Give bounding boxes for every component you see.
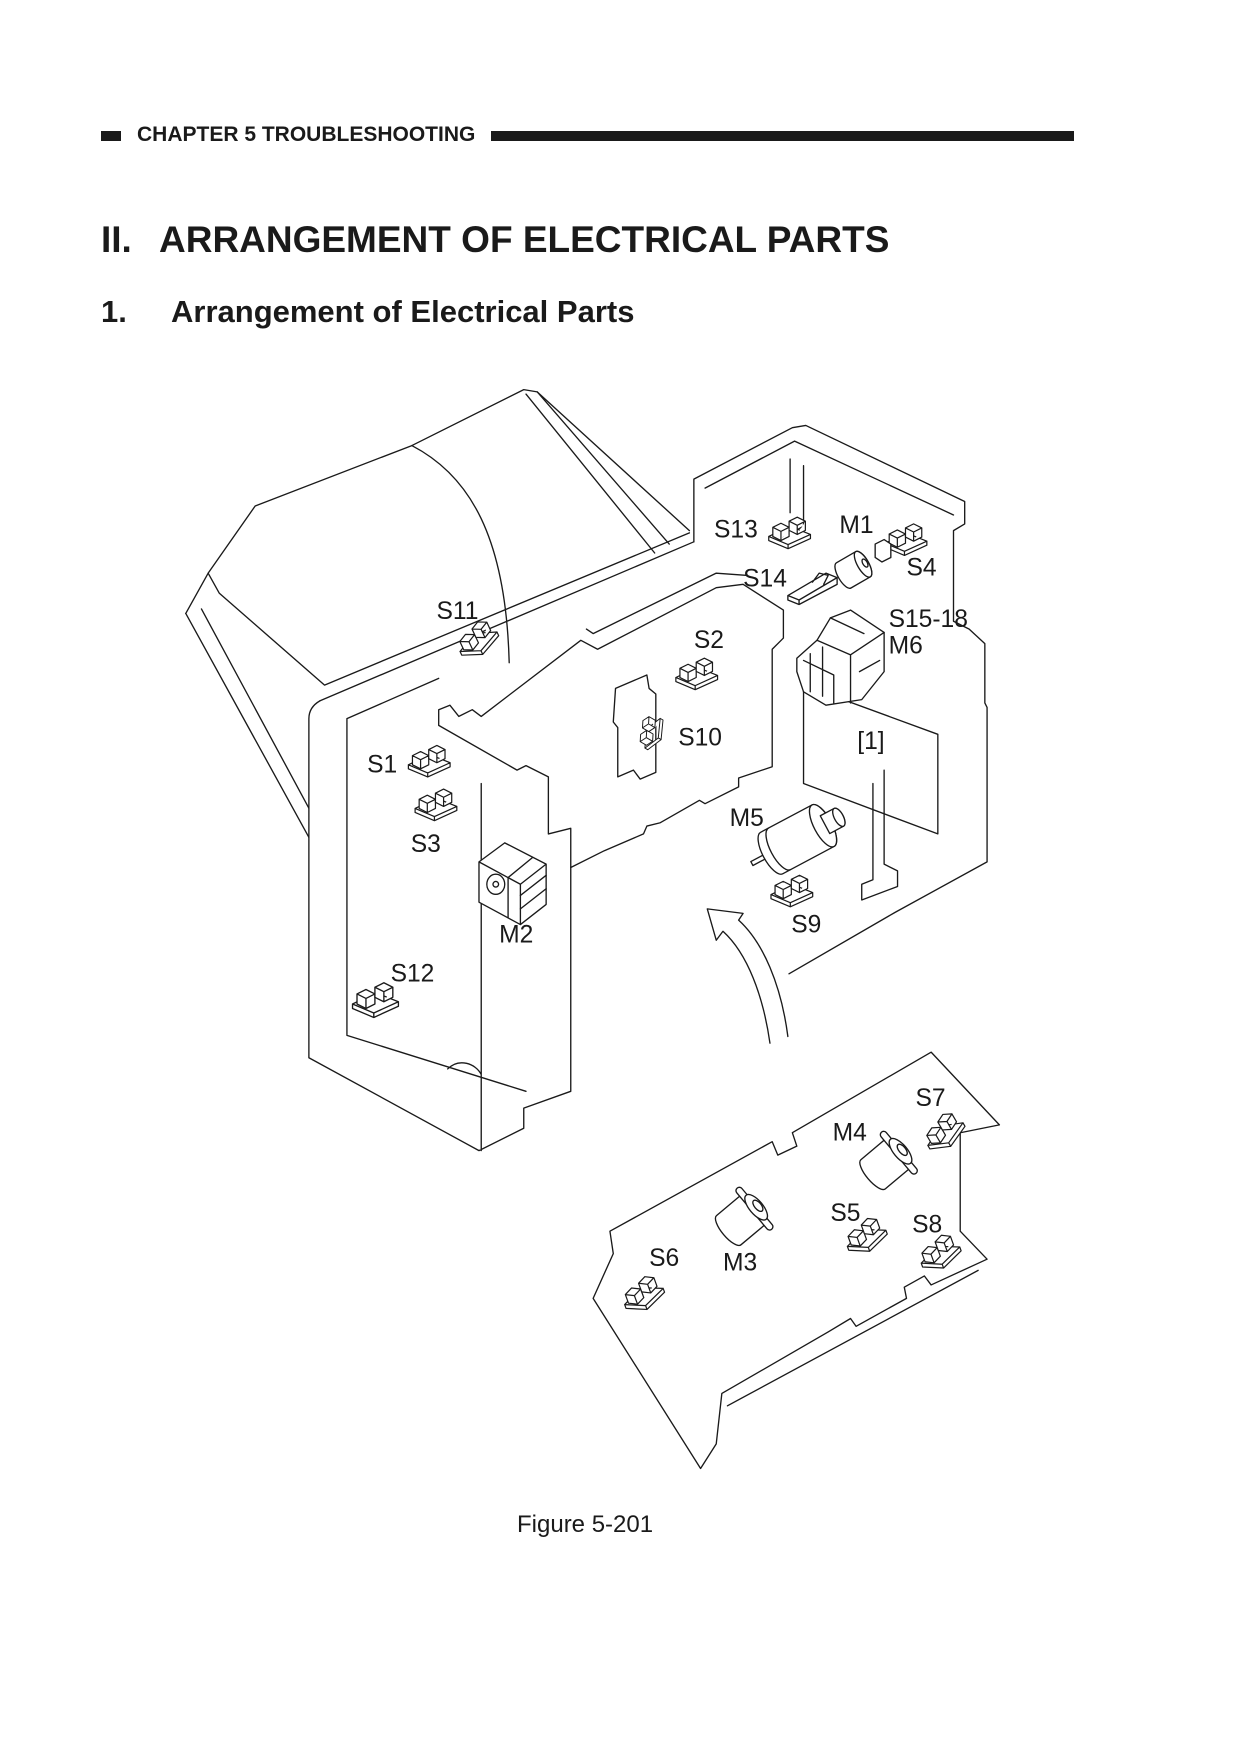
label-s3: S3 (411, 831, 441, 858)
label-m1: M1 (839, 512, 873, 539)
top-cover-fold-lines (185, 391, 695, 838)
motor-m3 (714, 1186, 774, 1247)
label-m2: M2 (499, 921, 533, 948)
label-m5: M5 (730, 805, 764, 832)
label-s4: S4 (906, 554, 936, 581)
label-m6: M6 (889, 633, 923, 660)
motor-m2-shaft (492, 880, 500, 888)
left-frame-outline (308, 677, 572, 1152)
motor-m5-shaft (750, 854, 767, 867)
label-s11: S11 (436, 598, 478, 625)
label-s8: S8 (912, 1211, 942, 1238)
chapter-header-mark (101, 131, 121, 141)
motor-m3-hub (752, 1199, 764, 1213)
motor-m6-details (802, 617, 885, 704)
motor-m5-rib (765, 827, 792, 871)
label-m4: M4 (833, 1120, 867, 1147)
motor-m6-body (796, 609, 885, 706)
label-s10: S10 (678, 725, 722, 752)
chapter-header-rule (491, 131, 1074, 141)
label-s12: S12 (391, 961, 435, 988)
motor-m5-gear-face (832, 807, 846, 828)
label-s13: S13 (714, 516, 758, 543)
subsection-number: 1. (101, 294, 127, 329)
motor-m5 (750, 803, 846, 875)
sensor-s14 (787, 572, 838, 606)
chapter-header-title: CHAPTER 5 TROUBLESHOOTING (137, 123, 476, 146)
sensor-s6 (617, 1271, 669, 1317)
label-pcb-1: [1] (857, 728, 884, 755)
pcb-1 (802, 684, 939, 835)
label-m3: M3 (723, 1249, 757, 1276)
motor-m1-hub (861, 558, 869, 568)
motor-m4 (859, 1130, 918, 1191)
section-number: II. (101, 219, 132, 260)
motor-m1 (834, 550, 873, 589)
motor-m2-laminations (507, 856, 547, 919)
label-s6: S6 (649, 1245, 679, 1272)
motor-m2-body (478, 842, 547, 926)
section-title: ARRANGEMENT OF ELECTRICAL PARTS (159, 219, 890, 260)
lower-drive-plate (592, 1051, 1001, 1470)
label-s9: S9 (791, 911, 821, 938)
label-s1: S1 (367, 751, 397, 778)
sensor-s12 (351, 982, 400, 1019)
sensor-s2 (675, 657, 719, 691)
sensor-s9 (770, 874, 814, 908)
sensor-s13 (768, 516, 812, 550)
label-s14: S14 (743, 566, 787, 593)
small-sensor-flag (874, 538, 892, 563)
label-s2: S2 (694, 627, 724, 654)
label-s15-18: S15-18 (889, 606, 968, 633)
sensor-s10-bracket (612, 674, 657, 780)
subsection-title: Arrangement of Electrical Parts (171, 294, 635, 329)
motor-m4-hub (896, 1143, 908, 1157)
sensor-s1 (407, 744, 451, 778)
label-s5: S5 (830, 1200, 860, 1227)
center-partition-plate (438, 572, 785, 869)
assembly-arrow (706, 908, 789, 1044)
figure-caption: Figure 5-201 (517, 1511, 654, 1538)
right-frame-outline (693, 424, 988, 975)
sensor-s3 (414, 788, 458, 822)
label-s7: S7 (915, 1085, 945, 1112)
